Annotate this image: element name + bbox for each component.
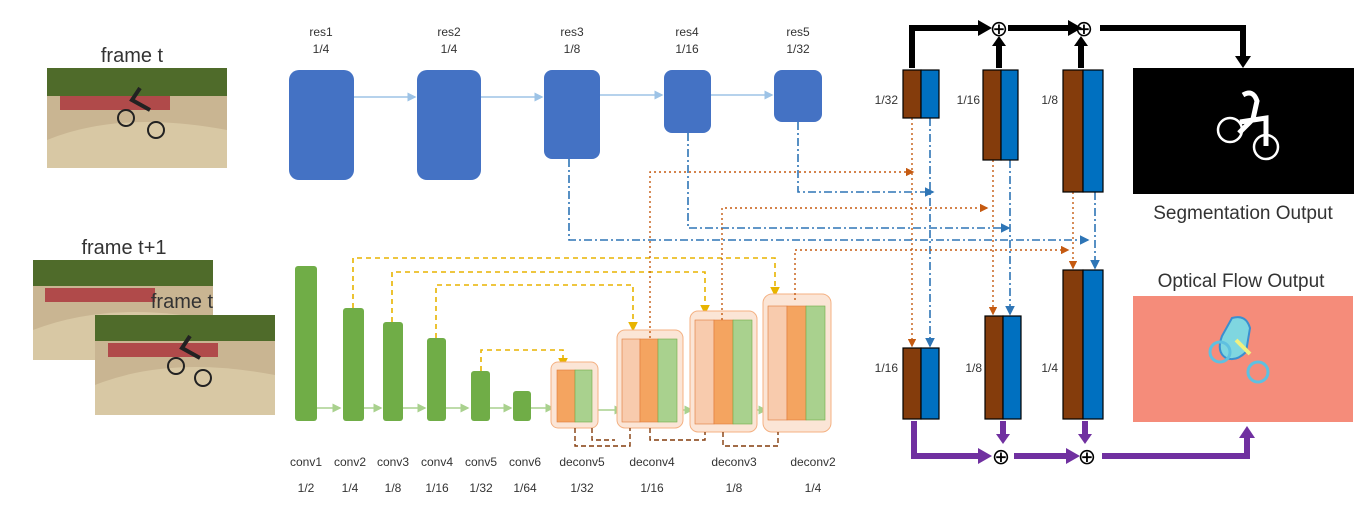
deconv2-scale: 1/4 [805,481,822,495]
res5-name: res5 [786,25,810,39]
frame-t-label: frame t [101,45,164,67]
deconv5-name: deconv5 [559,455,605,469]
res3-name: res3 [560,25,584,39]
segmentation-path [909,25,1246,68]
flow-plus-1: ⊕ [992,445,1010,470]
optical-flow-output-image [1133,296,1353,422]
deconv3-block [689,310,758,433]
conv5-scale: 1/32 [469,481,493,495]
optical-flow-arrowheads [978,426,1255,464]
conv1-block [295,266,317,421]
fusion-bottom-1-4 [1062,269,1104,420]
conv4-scale: 1/16 [425,481,449,495]
res5-scale: 1/32 [786,42,810,56]
seg-plus-2: ⊕ [1075,17,1093,42]
flow-plus-2: ⊕ [1078,445,1096,470]
frame-t-image [47,68,227,168]
conv3-block [383,322,403,421]
deconv5-block [550,361,599,429]
res1-scale: 1/4 [313,42,330,56]
conv5-block [471,371,490,421]
conv3-name: conv3 [377,455,409,469]
fusion-bottom-scale-2: 1/8 [965,361,982,375]
flow-skip-connections [352,257,780,371]
res3-scale: 1/8 [564,42,581,56]
deconv4-block [616,329,684,429]
optical-flow-path [911,421,1250,459]
fusion-bottom-scale-3: 1/4 [1041,361,1058,375]
res1-name: res1 [309,25,333,39]
fusion-top-scale-1: 1/32 [875,93,899,107]
frame-t-overlay-label: frame t [151,291,214,313]
conv1-name: conv1 [290,455,322,469]
res-to-fusion-links [568,118,1100,348]
deconv4-name: deconv4 [629,455,675,469]
optical-flow-output-label: Optical Flow Output [1158,271,1326,292]
res1-block [289,70,354,180]
fusion-bottom-scale-1: 1/16 [875,361,899,375]
res4-name: res4 [675,25,699,39]
seg-plus-1: ⊕ [990,17,1008,42]
res2-block [417,70,481,180]
conv4-block [427,338,446,421]
res4-block [664,70,711,133]
conv6-name: conv6 [509,455,541,469]
deconv3-scale: 1/8 [726,481,743,495]
res2-name: res2 [437,25,461,39]
conv2-scale: 1/4 [342,481,359,495]
conv6-scale: 1/64 [513,481,537,495]
conv5-name: conv5 [465,455,497,469]
fusion-bottom-1-8 [984,315,1022,420]
deconv-to-fusion-links [649,118,1078,348]
deconv5-scale: 1/32 [570,481,594,495]
fusion-top-1-8 [1062,69,1104,193]
conv3-scale: 1/8 [385,481,402,495]
frame-t1-label: frame t+1 [81,237,166,259]
fusion-bottom-1-16 [902,347,940,420]
res2-scale: 1/4 [441,42,458,56]
segmentation-output-label: Segmentation Output [1153,203,1333,224]
segmentation-output-image [1133,68,1354,194]
conv4-name: conv4 [421,455,453,469]
fusion-top-scale-2: 1/16 [957,93,981,107]
fusion-top-scale-3: 1/8 [1041,93,1058,107]
conv6-block [513,391,531,421]
res3-block [544,70,600,159]
deconv2-name: deconv2 [790,455,836,469]
conv2-block [343,308,364,421]
res5-block [774,70,822,122]
deconv2-block [762,293,832,433]
deconv3-name: deconv3 [711,455,757,469]
fusion-top-1-16 [982,69,1019,161]
conv2-name: conv2 [334,455,366,469]
deconv4-scale: 1/16 [640,481,664,495]
fusion-top-1-32 [902,69,940,119]
segmentation-arrowheads [978,20,1251,68]
frame-t-overlay-image [95,315,275,415]
conv1-scale: 1/2 [298,481,315,495]
res4-scale: 1/16 [675,42,699,56]
deconv-upsample-links [574,428,779,447]
